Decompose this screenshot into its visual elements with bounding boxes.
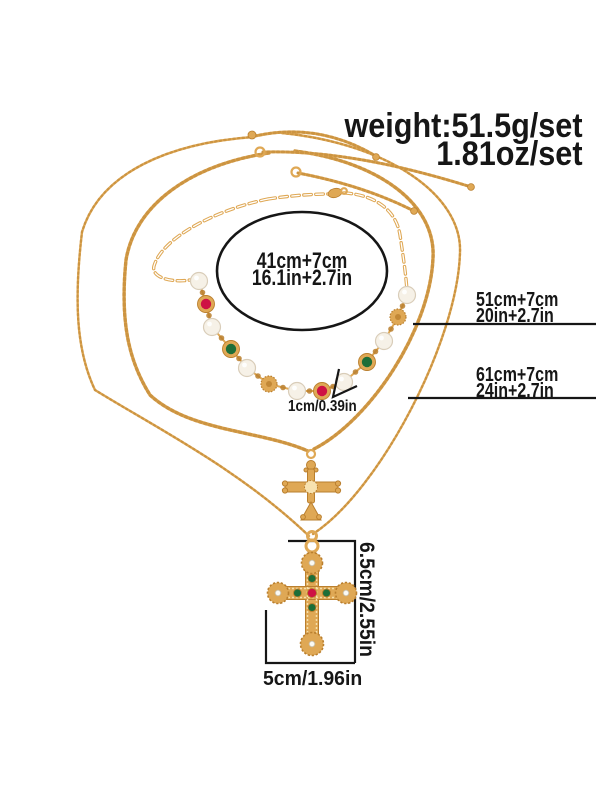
spacer-bead bbox=[206, 312, 212, 319]
inner-necklace-in: 16.1in+2.7in bbox=[251, 265, 353, 290]
pearl-strand-beads bbox=[189, 271, 417, 401]
pearl-highlight bbox=[207, 321, 212, 327]
pearl-bead bbox=[237, 358, 257, 378]
knob-gem bbox=[274, 589, 282, 597]
extender-ball bbox=[467, 183, 475, 191]
extender-ball bbox=[410, 207, 418, 215]
spacer-bead bbox=[255, 373, 261, 379]
spacer-bead bbox=[280, 384, 286, 391]
cross-gem-green bbox=[322, 588, 331, 598]
knob-gem bbox=[342, 589, 350, 597]
extender-ball bbox=[372, 153, 380, 161]
pearl-highlight bbox=[194, 275, 199, 281]
spacer-bead bbox=[388, 326, 394, 332]
pearl-bead bbox=[189, 271, 209, 291]
pearl-highlight bbox=[292, 385, 297, 391]
pendant-height-label: 6.5cm/2.55in bbox=[355, 542, 378, 657]
spacer-bead bbox=[236, 355, 242, 362]
spacer-bead bbox=[199, 289, 206, 296]
small-cross-center bbox=[304, 480, 318, 494]
weight-grams: weight:51.5g/set bbox=[344, 107, 583, 145]
large-cross-pendant bbox=[266, 530, 358, 657]
ruby-bead bbox=[316, 385, 328, 397]
necklace-chain-paperclip bbox=[152, 191, 409, 293]
cross-gem-green bbox=[293, 588, 302, 598]
cross-gem-green bbox=[307, 603, 317, 612]
small-cross-bail bbox=[305, 448, 317, 460]
knob-gem bbox=[308, 640, 316, 648]
bead-size-label: 1cm/0.39in bbox=[288, 398, 357, 415]
spacer-bead bbox=[399, 303, 406, 309]
flower-bead-core bbox=[266, 381, 272, 387]
pearl-highlight bbox=[379, 335, 384, 341]
weight-ounces: 1.81oz/set bbox=[436, 135, 583, 173]
pearl-highlight bbox=[242, 362, 247, 368]
cross-gem-red bbox=[306, 587, 318, 599]
spacer-bead bbox=[218, 335, 225, 341]
small-cross-pendant bbox=[281, 448, 342, 521]
middle-necklace-label: 51cm+7cm 20in+2.7in bbox=[476, 289, 559, 327]
outer-necklace-in: 24in+2.7in bbox=[476, 380, 554, 402]
pearl-bead bbox=[397, 285, 417, 305]
weight-label: weight:51.5g/set 1.81oz/set bbox=[344, 107, 583, 173]
pendant-width-label: 5cm/1.96in bbox=[263, 668, 363, 690]
pearl-highlight bbox=[402, 289, 407, 295]
outer-necklace-cm: 61cm+7cm bbox=[476, 364, 559, 386]
lobster-clasp-icon bbox=[327, 187, 343, 199]
inner-necklace-oval bbox=[215, 210, 389, 332]
emerald-bead bbox=[225, 343, 237, 355]
extender-ball bbox=[247, 130, 257, 140]
flower-bead-core bbox=[395, 314, 401, 320]
pearl-bead bbox=[287, 381, 307, 401]
emerald-bead bbox=[361, 356, 373, 368]
pearl-bead bbox=[374, 331, 394, 351]
clasp-ring bbox=[254, 146, 266, 158]
clasp-ring bbox=[290, 166, 302, 178]
necklace-chain-51cm bbox=[122, 149, 435, 453]
outer-necklace-label: 61cm+7cm 24in+2.7in bbox=[476, 364, 559, 402]
bead-size-mark bbox=[331, 368, 358, 399]
lobster-clasp-ring bbox=[340, 187, 348, 195]
middle-necklace-in: 20in+2.7in bbox=[476, 305, 554, 327]
pearl-strand bbox=[189, 271, 417, 401]
spacer-bead bbox=[352, 369, 359, 375]
spacer-bead bbox=[306, 388, 313, 394]
ruby-bead bbox=[200, 298, 212, 310]
measurement-marks bbox=[215, 210, 596, 665]
pearl-highlight bbox=[339, 376, 344, 382]
cross-gem-green bbox=[307, 574, 317, 583]
inner-necklace-label: 41cm+7cm 16.1in+2.7in bbox=[230, 248, 374, 290]
knob-gem bbox=[308, 559, 316, 567]
pearl-bead bbox=[202, 317, 222, 337]
spacer-bead bbox=[372, 348, 379, 355]
extender-chains bbox=[247, 130, 475, 215]
inner-necklace-cm: 41cm+7cm bbox=[256, 248, 348, 273]
middle-necklace-cm: 51cm+7cm bbox=[476, 289, 559, 311]
